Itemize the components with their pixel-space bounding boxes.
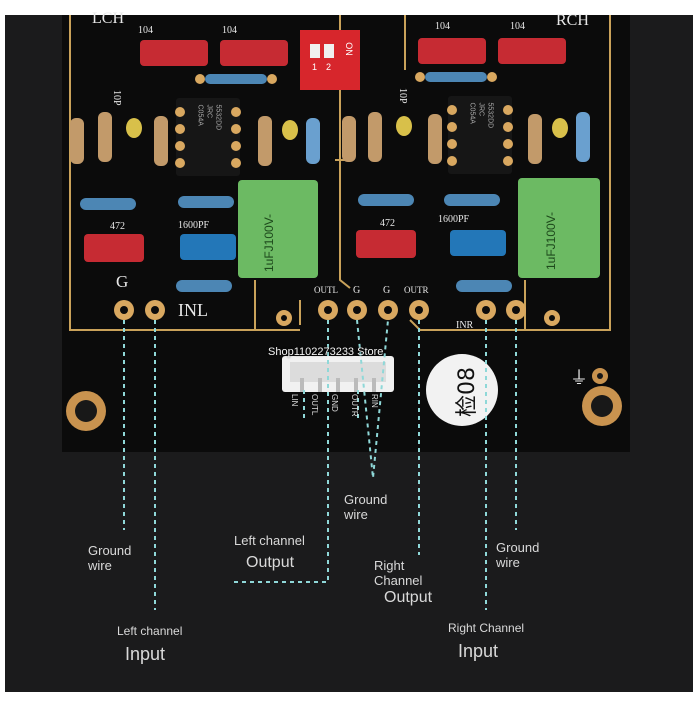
silk-pad-g3: G: [383, 285, 391, 296]
pad-g-mid-b: [378, 300, 398, 320]
guide-lines: [123, 319, 517, 610]
capacitor-104-left-b: [220, 40, 288, 66]
silk-pad-g: G: [116, 272, 129, 291]
capacitor-472-right: [356, 230, 416, 258]
chip-marking-right: 5532DD JRC C054A: [468, 102, 494, 129]
ground-symbol: ⏚: [570, 368, 588, 389]
ground-wire-right-label: Ground wire: [496, 540, 540, 570]
film-capacitor-right: [518, 178, 600, 278]
capacitor-1600pf-left: [180, 234, 236, 260]
capacitor-104-right-b: [498, 38, 566, 64]
pad-g-right: [506, 300, 526, 320]
watermark: Shop1102273233 Store: [268, 346, 384, 358]
film-cap-marking-left: 1uFJ100V-: [262, 213, 276, 272]
right-input-label: Right Channel Input: [448, 621, 525, 661]
capacitor-1600pf-right: [450, 230, 506, 256]
pin-gnd: GND: [330, 394, 339, 412]
pin-outl: OUTL: [310, 394, 319, 416]
silk-pad-outr: OUTR: [404, 285, 429, 295]
film-capacitor-left: [238, 180, 318, 278]
silk-472-left: 472: [110, 221, 125, 232]
solder-pads: [114, 300, 560, 326]
opamp-chip-right: [448, 96, 512, 174]
qc-sticker-text: 检08: [455, 367, 480, 417]
pad-g-left: [114, 300, 134, 320]
silk-pad-outl: OUTL: [314, 285, 338, 295]
ground-wire-left-label: Ground wire: [88, 543, 132, 573]
silk-pad-inl: INL: [178, 300, 208, 320]
ground-wire-middle-label: Ground wire: [344, 492, 388, 522]
mounting-hole-right: [582, 368, 622, 426]
dip-switch-on-label: ON: [343, 42, 354, 56]
left-output-label: Left channel Output: [234, 533, 305, 571]
wire-connector: [282, 356, 394, 392]
right-output-label: Right Channel Output: [374, 558, 433, 606]
resistor-left-top: [205, 74, 267, 84]
silk-pad-g2: G: [353, 285, 361, 296]
pad-g-mid-a: [347, 300, 367, 320]
left-channel-components: [70, 40, 320, 292]
capacitor-104-left-a: [140, 40, 208, 66]
right-channel-components: [342, 38, 600, 292]
capacitor-104-right-a: [418, 38, 486, 64]
pad-inr: [476, 300, 496, 320]
capacitor-472-left: [84, 234, 144, 262]
pad-outl: [318, 300, 338, 320]
pin-outr: OUTR: [350, 394, 359, 417]
trace-outlines: [69, 15, 611, 331]
silk-104-a: 104: [138, 25, 153, 36]
silk-104-d: 104: [510, 21, 525, 32]
pin-lin: LIN: [290, 394, 299, 407]
silk-10p-right: 10P: [397, 88, 408, 104]
left-input-label: Left channel Input: [117, 624, 183, 664]
silk-472-right: 472: [380, 218, 395, 229]
chip-marking-left: 5532DD JRC C054A: [196, 104, 222, 131]
film-cap-marking-right: 1uFJ100V-: [544, 211, 558, 270]
qc-sticker: [426, 354, 498, 426]
mounting-hole-left: [66, 391, 106, 431]
silk-1600pf-left: 1600PF: [178, 220, 210, 231]
pad-outr: [409, 300, 429, 320]
silk-lch: LCH: [92, 10, 124, 27]
dip-switch-2: 2: [326, 62, 332, 72]
pin-rin: RIN: [370, 394, 379, 408]
silk-104-b: 104: [222, 25, 237, 36]
dip-switch-1: 1: [312, 62, 318, 72]
dip-switch: [300, 30, 360, 90]
silk-rch: RCH: [556, 12, 589, 29]
opamp-chip-left: [176, 98, 240, 176]
silk-104-c: 104: [435, 21, 450, 32]
silk-1600pf-right: 1600PF: [438, 214, 470, 225]
pad-inl: [145, 300, 165, 320]
silk-pad-inr: INR: [456, 320, 474, 331]
silk-10p-left: 10P: [111, 90, 122, 106]
